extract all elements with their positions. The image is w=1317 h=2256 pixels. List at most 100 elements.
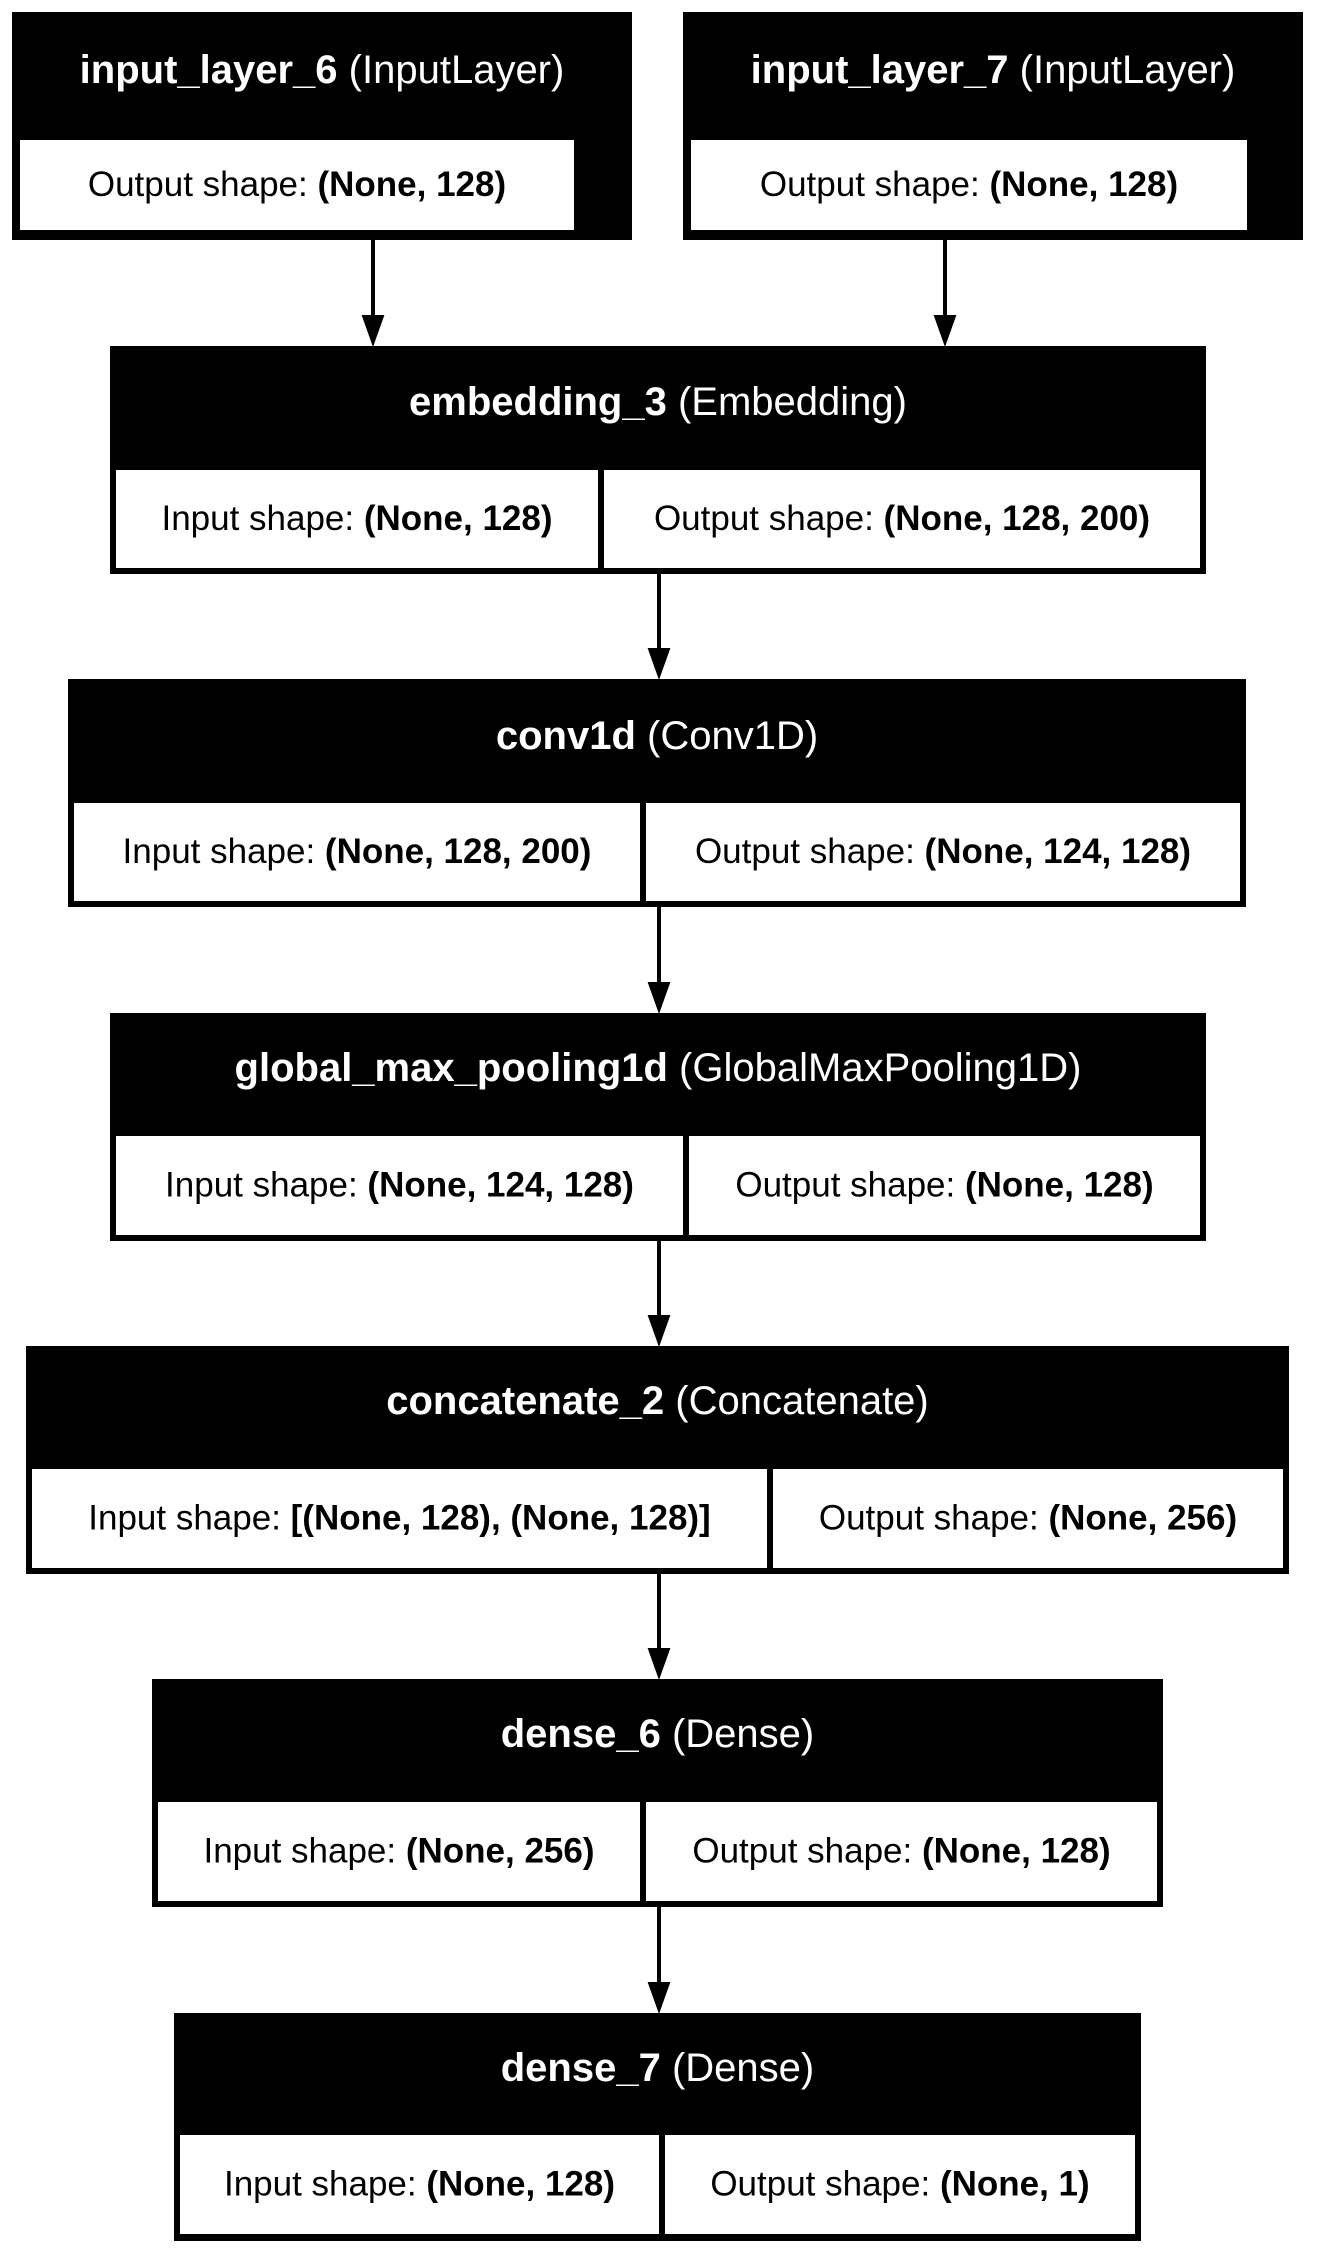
layer-node-dense-7: dense_7 (Dense) Input shape: (None, 128) O… [174, 2013, 1141, 2241]
layer-node-global-max-pooling1d: global_max_pooling1d (GlobalMaxPooling1D… [110, 1013, 1206, 1241]
output-shape-cell [604, 470, 1200, 568]
output-shape-text: Output shape: (None, 1) [710, 2165, 1089, 2204]
input-shape-value: (None, 128) [417, 2165, 615, 2204]
input-shape-text: Input shape: (None, 124, 128) [165, 1166, 634, 1205]
output-shape-value: (None, 128, 200) [874, 499, 1150, 538]
arrowhead-icon [647, 982, 671, 1014]
output-shape-value: (None, 128) [308, 165, 506, 204]
input-shape-label: Input shape: [123, 832, 316, 871]
layer-node-input-layer-7: input_layer_7 (InputLayer) Output shape: … [683, 12, 1303, 240]
layer-type: (InputLayer) [338, 48, 565, 92]
arrowhead-icon [933, 315, 957, 347]
layer-name: conv1d [496, 714, 636, 758]
output-shape-value: (None, 256) [1039, 1499, 1237, 1538]
input-shape-cell [158, 1802, 640, 1901]
arrowhead-icon [647, 1982, 671, 2014]
edge-global-max-pooling1d-to-concatenate-2 [647, 1241, 671, 1347]
layer-type: (Dense) [661, 1712, 814, 1756]
layer-node-concatenate-2: concatenate_2 (Concatenate)Input shape: … [26, 1346, 1289, 1574]
arrowhead-icon [647, 1315, 671, 1347]
output-shape-label: Output shape: [692, 1832, 912, 1871]
input-shape-value: [(None, 128), (None, 128)] [281, 1499, 711, 1538]
output-shape-text: Output shape: (None, 128) [735, 1166, 1153, 1205]
input-shape-text: Input shape: (None, 128, 200) [123, 832, 592, 871]
input-shape-label: Input shape: [88, 1499, 281, 1538]
layer-name: global_max_pooling1d [235, 1046, 668, 1090]
layer-name: input_layer_6 [80, 48, 338, 92]
output-shape-text: Output shape: (None, 124, 128) [695, 832, 1191, 871]
output-shape-value: (None, 128) [980, 165, 1178, 204]
edge-conv1d-to-global-max-pooling1d [647, 907, 671, 1014]
output-shape-cell [689, 1136, 1200, 1235]
input-shape-value: (None, 124, 128) [358, 1166, 634, 1205]
layer-node-input-layer-6: input_layer_6 (InputLayer) Output shape: … [12, 12, 632, 240]
output-shape-label: Output shape: [695, 832, 915, 871]
input-shape-cell [116, 1136, 683, 1235]
layer-title: dense_6 (Dense) [501, 1712, 815, 1756]
output-shape-value: (None, 1) [930, 2165, 1089, 2204]
output-shape-cell [646, 803, 1240, 901]
output-shape-value: (None, 128) [955, 1166, 1153, 1205]
output-shape-cell [20, 140, 574, 230]
edge-concatenate-2-to-dense-6 [647, 1574, 671, 1680]
output-shape-label: Output shape: [760, 165, 980, 204]
arrowhead-icon [647, 1648, 671, 1680]
output-shape-text: Output shape: (None, 256) [819, 1499, 1237, 1538]
input-shape-label: Input shape: [161, 499, 354, 538]
input-shape-value: (None, 128) [354, 499, 552, 538]
input-shape-value: (None, 256) [396, 1832, 594, 1871]
output-shape-label: Output shape: [654, 499, 874, 538]
output-shape-label: Output shape: [735, 1166, 955, 1205]
layer-title: concatenate_2 (Concatenate) [386, 1379, 929, 1423]
layer-type: (Dense) [661, 2046, 814, 2090]
edge-input-layer-6-to-embedding-3 [361, 240, 385, 347]
layer-name: input_layer_7 [751, 48, 1009, 92]
output-shape-label: Output shape: [819, 1499, 1039, 1538]
output-shape-text: Output shape: (None, 128, 200) [654, 499, 1150, 538]
output-shape-label: Output shape: [710, 2165, 930, 2204]
nodes-layer: input_layer_6 (InputLayer) Output shape: … [12, 12, 1303, 2241]
layer-name: dense_7 [501, 2046, 661, 2090]
output-shape-cell [691, 140, 1247, 230]
layer-title: dense_7 (Dense) [501, 2046, 815, 2090]
layer-type: (GlobalMaxPooling1D) [668, 1046, 1082, 1090]
input-shape-label: Input shape: [203, 1832, 396, 1871]
layer-node-conv1d: conv1d (Conv1D) Input shape: (None, 128, … [68, 679, 1246, 907]
edge-input-layer-7-to-embedding-3 [933, 240, 957, 347]
input-shape-cell [32, 1469, 767, 1568]
layer-type: (Embedding) [667, 380, 907, 424]
output-shape-value: (None, 128) [912, 1832, 1110, 1871]
input-shape-value: (None, 128, 200) [315, 832, 591, 871]
layer-type: (Concatenate) [664, 1379, 929, 1423]
input-shape-label: Input shape: [224, 2165, 417, 2204]
input-shape-text: Input shape: (None, 128) [161, 499, 552, 538]
layer-title: conv1d (Conv1D) [496, 714, 818, 758]
edge-embedding-3-to-conv1d [647, 574, 671, 680]
layer-type: (InputLayer) [1009, 48, 1236, 92]
layer-name: embedding_3 [409, 380, 667, 424]
output-shape-label: Output shape: [88, 165, 308, 204]
edge-dense-6-to-dense-7 [647, 1907, 671, 2014]
layer-name: dense_6 [501, 1712, 661, 1756]
output-shape-cell [646, 1802, 1157, 1901]
layer-title: input_layer_6 (InputLayer) [80, 48, 565, 92]
layer-title: embedding_3 (Embedding) [409, 380, 907, 424]
edges-layer [361, 240, 957, 2014]
output-shape-text: Output shape: (None, 128) [692, 1832, 1110, 1871]
input-shape-cell [116, 470, 598, 568]
layer-type: (Conv1D) [636, 714, 818, 758]
output-shape-value: (None, 124, 128) [915, 832, 1191, 871]
output-shape-cell [773, 1469, 1283, 1568]
input-shape-cell [74, 803, 640, 901]
output-shape-text: Output shape: (None, 128) [760, 165, 1178, 204]
output-shape-cell [665, 2135, 1135, 2234]
arrowhead-icon [361, 315, 385, 347]
arrowhead-icon [647, 648, 671, 680]
layer-title: input_layer_7 (InputLayer) [751, 48, 1236, 92]
input-shape-cell [180, 2135, 659, 2234]
layer-node-dense-6: dense_6 (Dense) Input shape: (None, 256) O… [152, 1679, 1163, 1907]
output-shape-text: Output shape: (None, 128) [88, 165, 506, 204]
input-shape-text: Input shape: (None, 256) [203, 1832, 594, 1871]
layer-node-embedding-3: embedding_3 (Embedding) Input shape: (Non… [110, 346, 1206, 574]
